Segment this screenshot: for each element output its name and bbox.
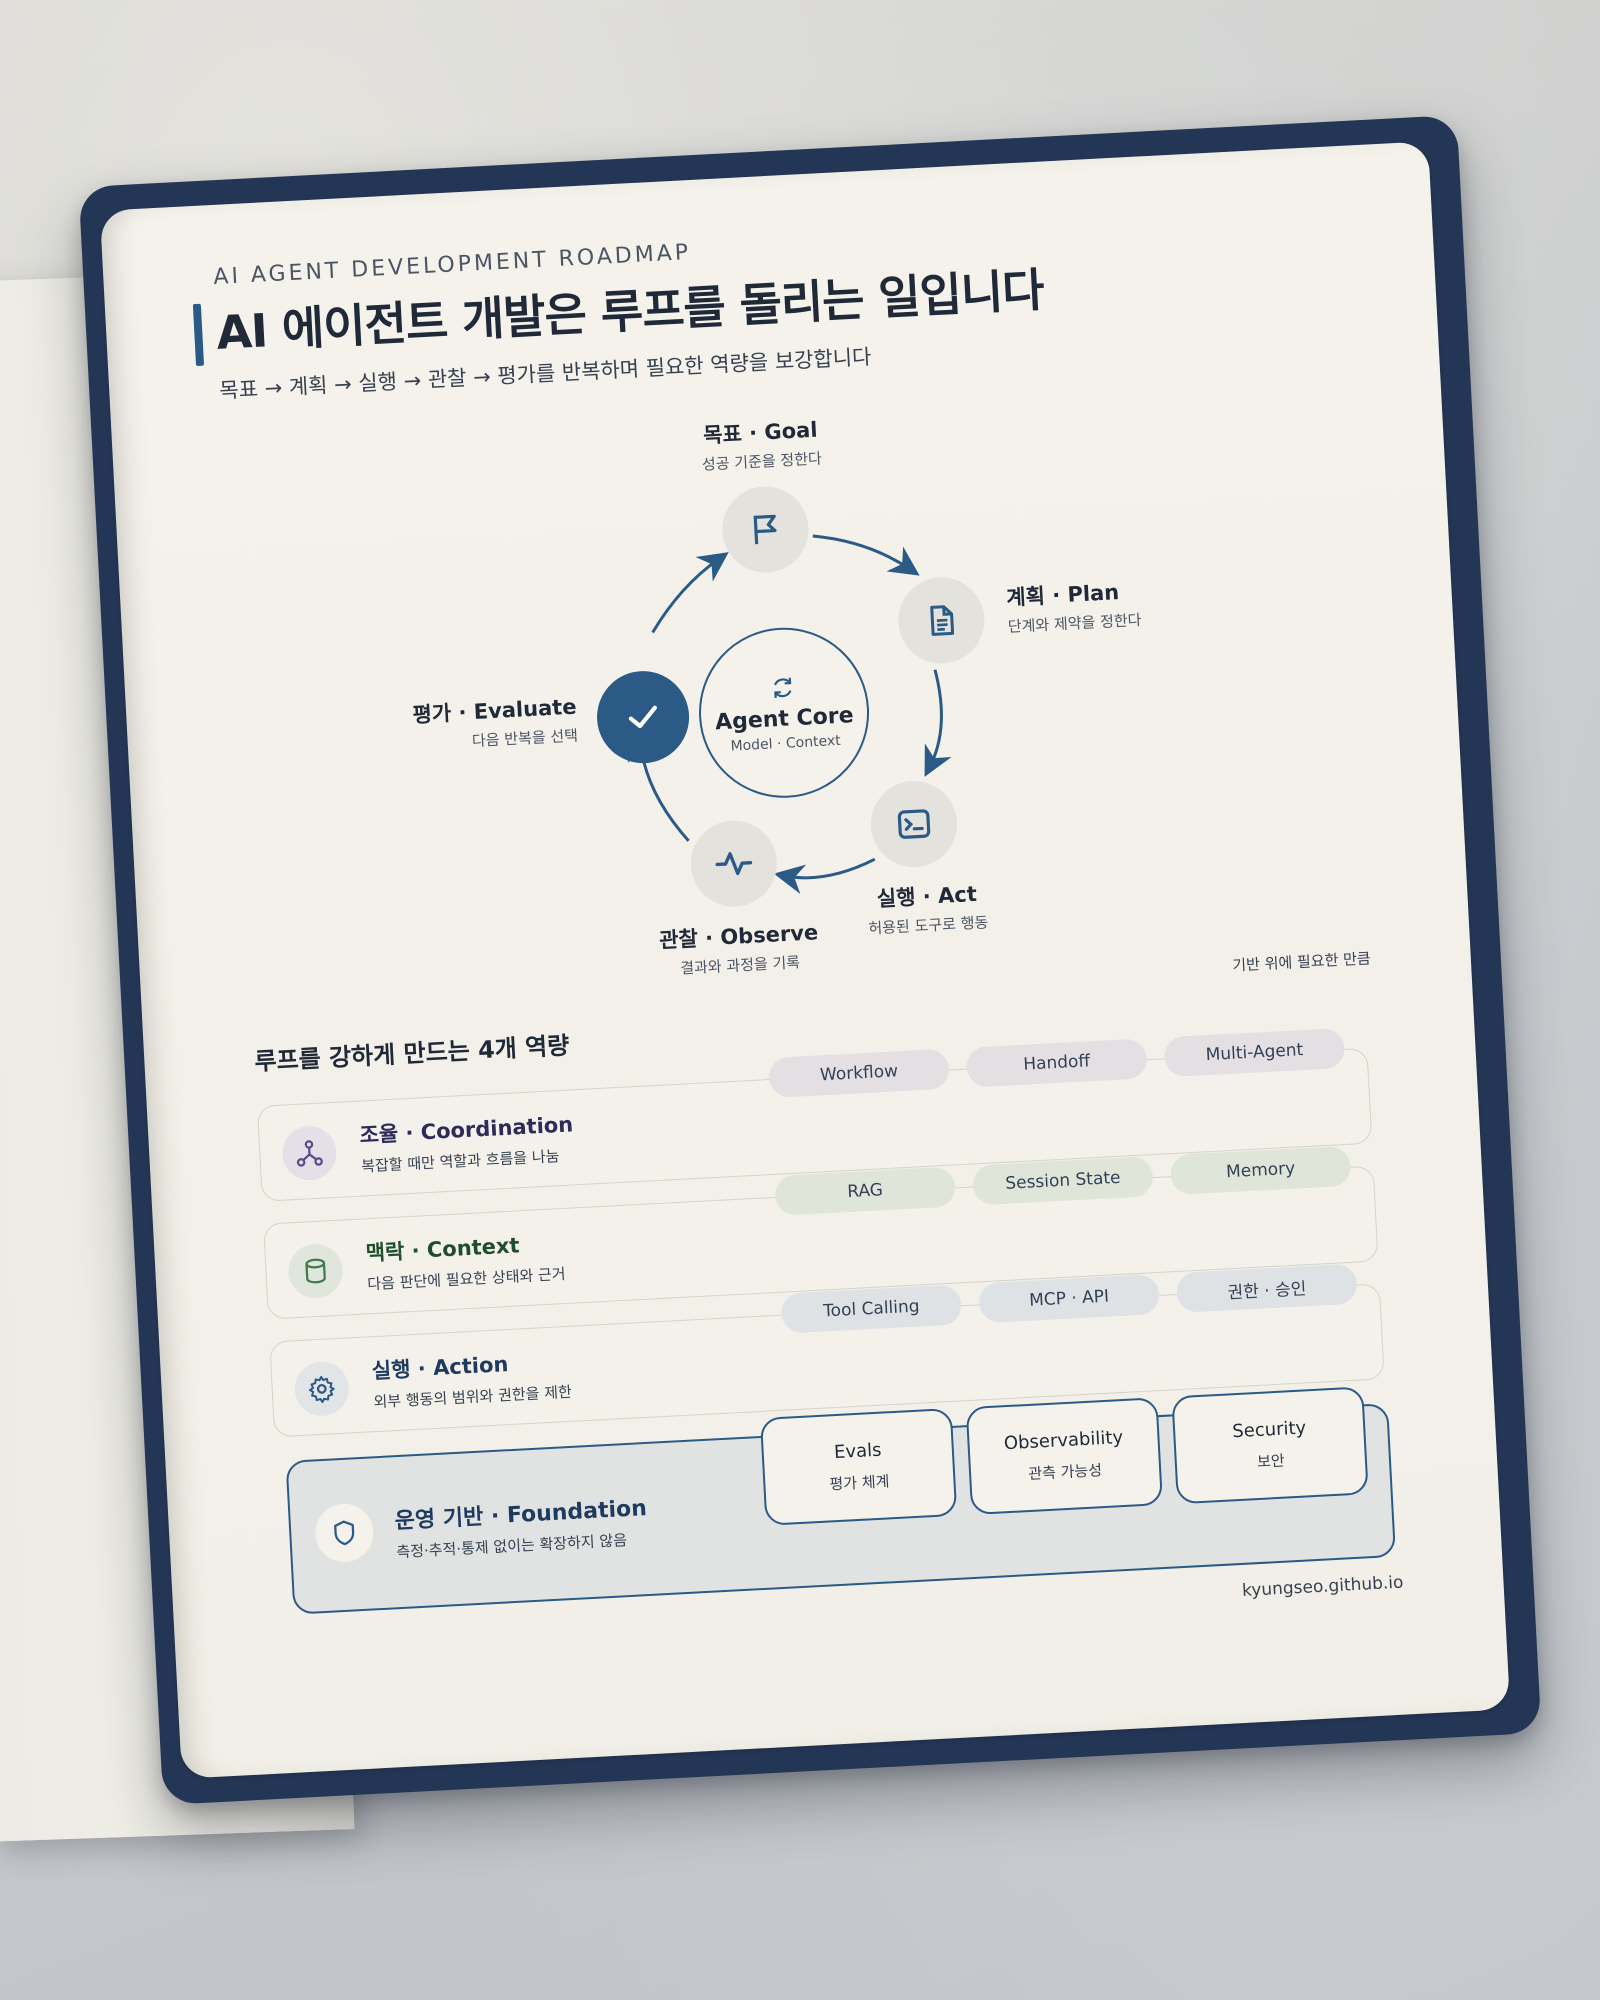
step-evaluate-label: 평가 · Evaluate 다음 반복을 선택 [376, 691, 579, 756]
section-note: 기반 위에 필요한 만큼 [1231, 949, 1372, 975]
step-observe-label: 관찰 · Observe 결과와 과정을 기록 [628, 915, 851, 981]
shield-icon [334, 1520, 355, 1546]
layer-coordination-chips: Workflow Handoff Multi-Agent [768, 1027, 1346, 1099]
core-subtitle: Model · Context [730, 732, 842, 755]
arrow-evaluate-goal [651, 552, 729, 634]
layer-context: 맥락 · Context 다음 판단에 필요한 상태와 근거 RAG Sessi… [263, 1145, 1379, 1320]
title-accent-bar [192, 303, 205, 367]
layer-coordination-title: 조율 · Coordination [358, 1112, 574, 1148]
pillar-observability-name: Observability [1003, 1427, 1124, 1455]
chip-multi-agent: Multi-Agent [1163, 1027, 1346, 1078]
chip-session-state: Session State [971, 1156, 1154, 1206]
arrow-act-observe [773, 857, 876, 895]
chip-tool-calling: Tool Calling [780, 1284, 963, 1334]
notebook-page: AI AGENT DEVELOPMENT ROADMAP AI 에이전트 개발은… [99, 141, 1511, 1779]
flag-icon [753, 514, 777, 545]
chip-rag: RAG [774, 1166, 957, 1216]
pillar-evals: Evals 평가 체계 [759, 1407, 958, 1526]
pillar-security-sub: 보안 [1256, 1451, 1286, 1472]
foundation-pillars: Evals 평가 체계 Observability 관측 가능성 Securit… [759, 1386, 1369, 1526]
layer-coordination-icon-wrap [281, 1124, 338, 1182]
gear-icon [308, 1376, 335, 1403]
terminal-icon [897, 809, 931, 839]
pillar-observability: Observability 관측 가능성 [965, 1397, 1164, 1516]
step-goal-label: 목표 · Goal 성공 기준을 정한다 [660, 411, 863, 476]
step-act-node [868, 778, 960, 870]
layer-foundation-icon-wrap [313, 1502, 375, 1564]
layer-coordination: 조율 · Coordination 복잡할 때만 역할과 흐름을 나눔 Work… [256, 1027, 1373, 1202]
pillar-security-name: Security [1231, 1417, 1307, 1443]
layer-action-icon-wrap [293, 1360, 351, 1418]
pillar-evals-name: Evals [833, 1439, 883, 1464]
chip-memory: Memory [1169, 1145, 1352, 1196]
chip-handoff: Handoff [965, 1038, 1148, 1088]
section-title: 루프를 강하게 만드는 4개 역량 [253, 1031, 570, 1076]
arrow-plan-act [924, 669, 952, 777]
pulse-icon [715, 852, 753, 876]
arrow-goal-plan [812, 534, 920, 576]
layer-action-title: 실행 · Action [371, 1352, 509, 1384]
pillar-security: Security 보안 [1171, 1386, 1369, 1505]
footer-site: kyungseo.github.io [1241, 1572, 1404, 1601]
chip-workflow: Workflow [768, 1048, 950, 1099]
step-evaluate-node [594, 668, 692, 766]
pillar-evals-sub: 평가 체계 [829, 1472, 890, 1494]
network-icon [296, 1140, 323, 1167]
layer-context-icon-wrap [287, 1242, 344, 1300]
agent-core: Agent Core Model · Context [694, 623, 874, 803]
step-observe-node [688, 818, 780, 909]
layer-foundation: 운영 기반 · Foundation 측정·추적·통제 없이는 확장하지 않음 … [285, 1386, 1397, 1615]
chip-permission-approval: 권한 · 승인 [1175, 1263, 1358, 1313]
step-plan-label: 계획 · Plan 단계와 제약을 정한다 [1005, 575, 1142, 637]
chip-mcp-api: MCP · API [978, 1273, 1161, 1324]
layer-action-desc: 외부 행동의 범위와 권한을 제한 [373, 1382, 573, 1412]
refresh-icon [773, 677, 792, 698]
layer-foundation-desc: 측정·추적·통제 없이는 확장하지 않음 [395, 1531, 628, 1562]
layer-action: 실행 · Action 외부 행동의 범위와 권한을 제한 Tool Calli… [269, 1263, 1385, 1438]
check-icon [628, 705, 657, 729]
database-icon [305, 1258, 326, 1284]
layer-context-desc: 다음 판단에 필요한 상태와 근거 [366, 1264, 567, 1294]
agent-loop-diagram: Agent Core Model · Context 목표 · Goal 성공 … [221, 365, 1389, 984]
step-plan-node [896, 575, 987, 666]
step-goal-node [720, 484, 811, 575]
layer-coordination-desc: 복잡할 때만 역할과 흐름을 나눔 [360, 1147, 560, 1176]
layer-context-title: 맥락 · Context [365, 1233, 521, 1266]
pillar-observability-sub: 관측 가능성 [1027, 1461, 1103, 1484]
core-title: Agent Core [714, 702, 855, 735]
document-icon [930, 605, 955, 636]
step-act-label: 실행 · Act 허용된 도구로 행동 [826, 875, 1029, 940]
layer-foundation-title: 운영 기반 · Foundation [394, 1496, 648, 1535]
step-plan-title: 계획 · Plan [1005, 580, 1120, 610]
page-content: AI AGENT DEVELOPMENT ROADMAP AI 에이전트 개발은… [192, 205, 1427, 1713]
